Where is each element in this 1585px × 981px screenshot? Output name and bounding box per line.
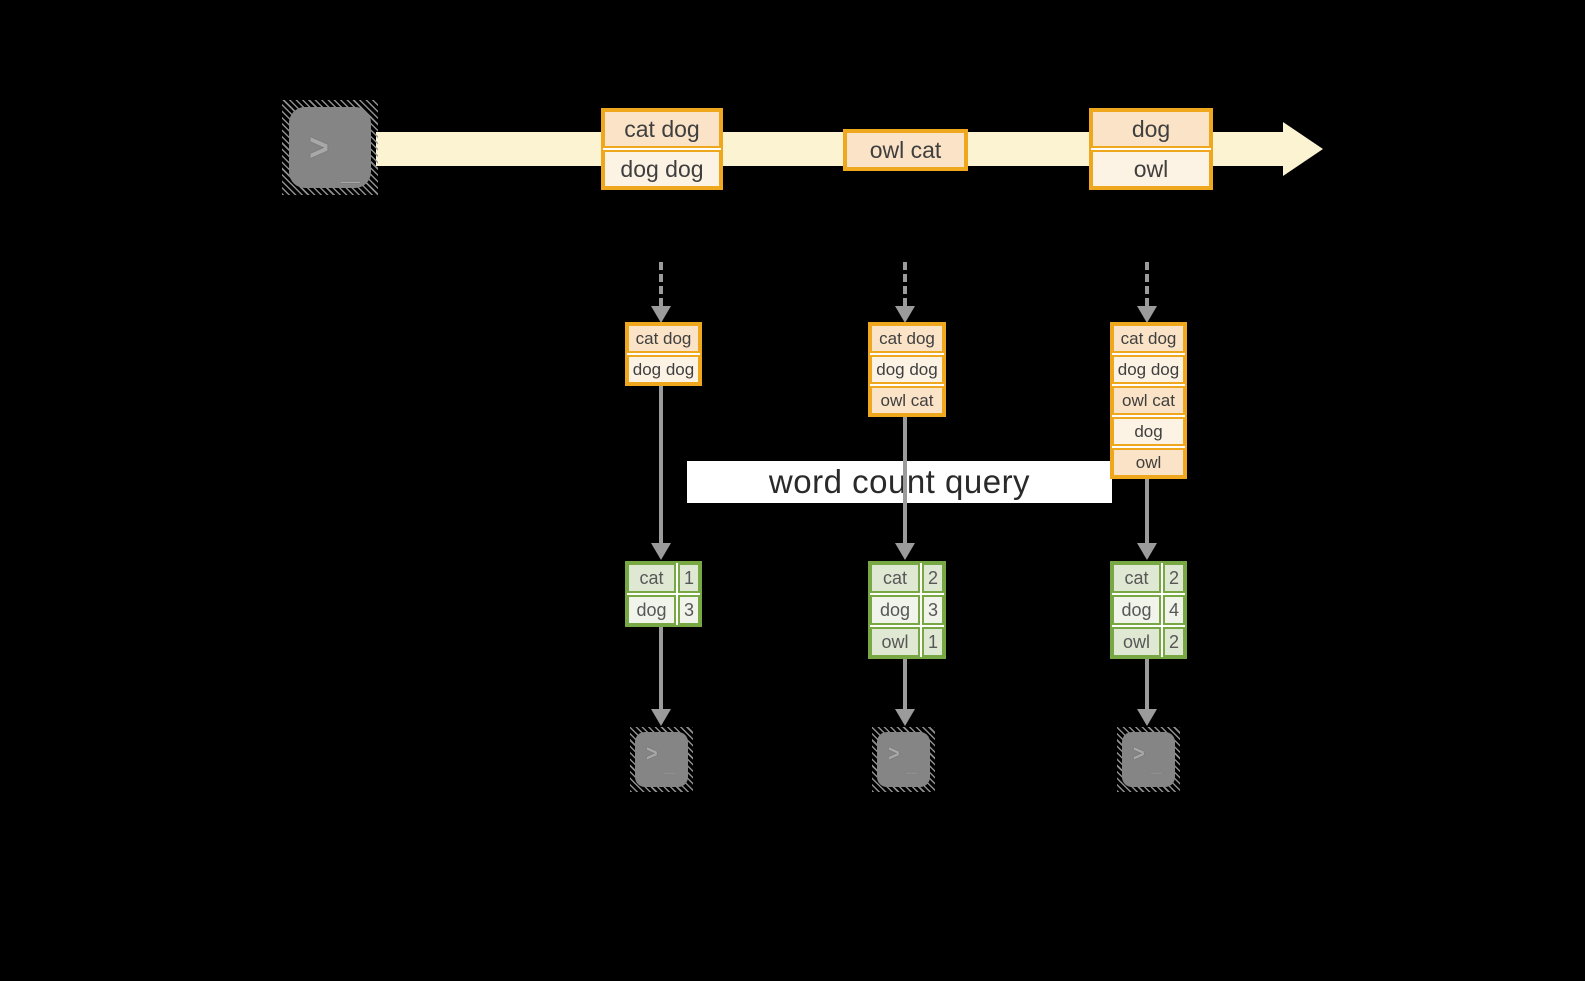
stack-row: owl cat [870, 386, 944, 415]
batch-row: dog [1091, 110, 1211, 148]
buffer-stack-1: cat dog dog dog [625, 322, 702, 386]
terminal-chevron-icon: > [1133, 741, 1145, 767]
stack-row: dog dog [870, 355, 944, 384]
word-cell: dog [627, 595, 676, 625]
result-arrowhead-icon [895, 709, 915, 726]
query-arrowhead-icon [895, 543, 915, 560]
word-cell: owl [1112, 627, 1161, 657]
stack-row: dog dog [627, 355, 700, 384]
result-arrow [659, 627, 663, 709]
stack-row: cat dog [1112, 324, 1185, 353]
word-cell: dog [1112, 595, 1161, 625]
stream-batch-1: cat dog dog dog [601, 108, 723, 190]
count-cell: 4 [1163, 595, 1185, 625]
batch-row: owl [1091, 150, 1211, 188]
stack-row: cat dog [870, 324, 944, 353]
stack-row: owl [1112, 448, 1185, 477]
terminal-screen: > _ [289, 107, 371, 188]
ingest-arrowhead-icon [651, 306, 671, 323]
word-cell: cat [1112, 563, 1161, 593]
word-cell: dog [870, 595, 920, 625]
terminal-screen: > _ [1122, 732, 1175, 787]
count-cell: 3 [922, 595, 944, 625]
stream-batch-3: dog owl [1089, 108, 1213, 190]
count-cell: 2 [1163, 563, 1185, 593]
stack-row: dog dog [1112, 355, 1185, 384]
result-arrow [903, 659, 907, 709]
word-cell: owl [870, 627, 920, 657]
consumer-terminal-icon: > _ [630, 727, 693, 792]
count-table-2: cat 2 dog 3 owl 1 [868, 561, 946, 659]
terminal-screen: > _ [877, 732, 930, 787]
query-arrow [903, 417, 907, 543]
ingest-arrowhead-icon [895, 306, 915, 323]
terminal-cursor-icon: _ [664, 754, 676, 776]
terminal-cursor-icon: _ [341, 149, 360, 187]
query-arrow [1145, 479, 1149, 543]
batch-row: owl cat [845, 131, 966, 169]
word-cell: cat [627, 563, 676, 593]
count-cell: 2 [922, 563, 944, 593]
count-table-1: cat 1 dog 3 [625, 561, 702, 627]
stream-source-terminal-icon: > _ [282, 100, 378, 195]
ingest-arrow-dashed [903, 262, 907, 306]
query-arrow [659, 386, 663, 543]
result-arrowhead-icon [1137, 709, 1157, 726]
buffer-stack-2: cat dog dog dog owl cat [868, 322, 946, 417]
stream-batch-2: owl cat [843, 129, 968, 171]
consumer-terminal-icon: > _ [872, 727, 935, 792]
ingest-arrowhead-icon [1137, 306, 1157, 323]
terminal-chevron-icon: > [646, 741, 658, 767]
count-table-3: cat 2 dog 4 owl 2 [1110, 561, 1187, 659]
terminal-chevron-icon: > [309, 126, 329, 170]
result-arrow [1145, 659, 1149, 709]
ingest-arrow-dashed [659, 262, 663, 306]
query-arrowhead-icon [1137, 543, 1157, 560]
stack-row: cat dog [627, 324, 700, 353]
terminal-cursor-icon: _ [1151, 754, 1163, 776]
ingest-arrow-dashed [1145, 262, 1149, 306]
query-label: word count query [687, 461, 1112, 503]
result-arrowhead-icon [651, 709, 671, 726]
batch-row: dog dog [603, 150, 721, 188]
stack-row: owl cat [1112, 386, 1185, 415]
count-cell: 3 [678, 595, 700, 625]
terminal-cursor-icon: _ [906, 754, 918, 776]
stream-arrowhead-icon [1283, 122, 1323, 176]
batch-row: cat dog [603, 110, 721, 148]
count-cell: 1 [922, 627, 944, 657]
word-cell: cat [870, 563, 920, 593]
consumer-terminal-icon: > _ [1117, 727, 1180, 792]
query-arrowhead-icon [651, 543, 671, 560]
stack-row: dog [1112, 417, 1185, 446]
terminal-chevron-icon: > [888, 741, 900, 767]
buffer-stack-3: cat dog dog dog owl cat dog owl [1110, 322, 1187, 479]
count-cell: 1 [678, 563, 700, 593]
terminal-screen: > _ [635, 732, 688, 787]
count-cell: 2 [1163, 627, 1185, 657]
